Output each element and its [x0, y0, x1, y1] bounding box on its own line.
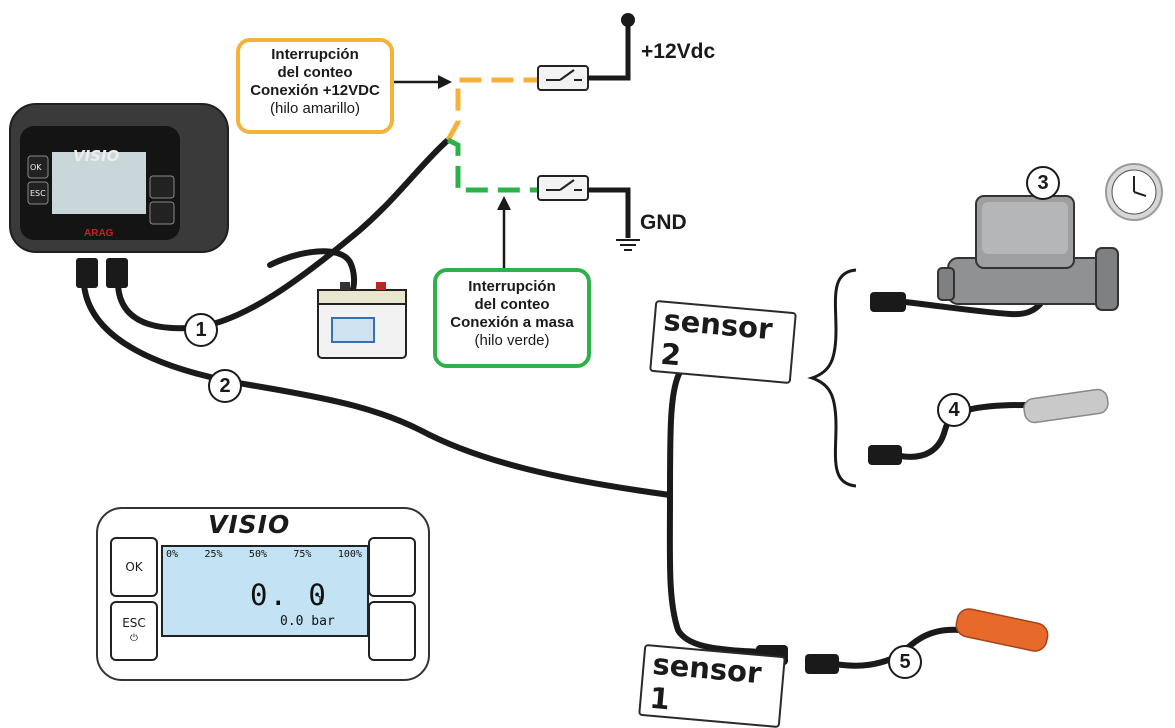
scale-label: 25% — [204, 549, 223, 560]
refresh-button[interactable] — [368, 537, 416, 597]
arrow-green — [497, 196, 511, 210]
sensor-1-tag: sensor 1 — [638, 643, 786, 728]
cable-4 — [897, 402, 1028, 460]
flowmeter — [937, 195, 1119, 311]
clock-icon — [1105, 163, 1163, 221]
callout-green-line4: (hilo verde) — [474, 332, 550, 349]
ok-button[interactable]: OK — [110, 537, 158, 597]
cable-2 — [81, 282, 673, 498]
callout-yellow-line2: del conteo — [277, 64, 353, 81]
arrow-yellow — [438, 75, 452, 89]
ground-symbol — [616, 239, 640, 251]
device-esc-key: ESC — [30, 189, 46, 198]
cable-1 — [115, 137, 451, 332]
ground-label: GND — [640, 211, 687, 234]
control-unit — [9, 103, 229, 288]
connector-sensor5 — [805, 654, 839, 674]
positive-label: +12Vdc — [641, 40, 716, 63]
proximity-sensor-orange — [955, 608, 1049, 652]
device-logo: VISIO — [73, 147, 120, 165]
marker-4: 4 — [937, 393, 971, 427]
scale-label: 100% — [337, 549, 362, 560]
callout-green-line2: del conteo — [474, 296, 550, 313]
lcd-screen — [161, 545, 369, 637]
scale-label: 0% — [166, 549, 179, 560]
lcd-value: 0. 0 — [250, 578, 328, 612]
callout-yellow-line3: Conexión +12VDC — [250, 82, 380, 99]
callout-yellow-line1: Interrupción — [271, 46, 359, 63]
cable-battery — [267, 248, 358, 295]
sensor-brace — [807, 268, 857, 488]
green-wire — [446, 137, 538, 193]
cable-sensor-lower — [666, 492, 765, 655]
switch-12v — [537, 65, 589, 91]
device-ok-key: OK — [30, 163, 42, 172]
scale-label: 50% — [248, 549, 267, 560]
marker-3: 3 — [1026, 166, 1060, 200]
esc-button[interactable]: ESC ⏻ — [110, 601, 158, 661]
lcd-unit: l — [317, 594, 324, 607]
marker-1: 1 — [184, 313, 218, 347]
marker-2: 2 — [208, 369, 242, 403]
proximity-sensor-gray — [1023, 388, 1109, 424]
switch-gnd — [537, 175, 589, 201]
connector-sensor4 — [868, 445, 902, 465]
connector-sensor3 — [870, 292, 906, 312]
lcd-pressure: 0.0 bar — [280, 614, 335, 629]
scale-label: 75% — [293, 549, 312, 560]
lcd-scale: 0% 25% 50% 75% 100% — [166, 549, 362, 560]
positive-terminal — [621, 13, 635, 27]
cable-sensor-trunk — [667, 361, 761, 498]
esc-label: ESC — [122, 616, 146, 630]
callout-yellow-wire: Interrupción del conteo Conexión +12VDC … — [236, 38, 394, 134]
display-logo: VISIO — [208, 510, 291, 539]
battery — [317, 282, 407, 359]
callout-yellow-line4: (hilo amarillo) — [269, 100, 361, 117]
callout-green-wire: Interrupción del conteo Conexión a masa … — [433, 268, 591, 368]
next-button[interactable] — [368, 601, 416, 661]
callout-green-line1: Interrupción — [468, 278, 556, 295]
callout-green-line3: Conexión a masa — [450, 314, 574, 331]
yellow-wire — [445, 77, 538, 142]
sensor-2-tag: sensor 2 — [649, 299, 797, 385]
device-brand: ARAG — [84, 228, 114, 239]
power-icon: ⏻ — [130, 633, 138, 644]
marker-5: 5 — [888, 645, 922, 679]
